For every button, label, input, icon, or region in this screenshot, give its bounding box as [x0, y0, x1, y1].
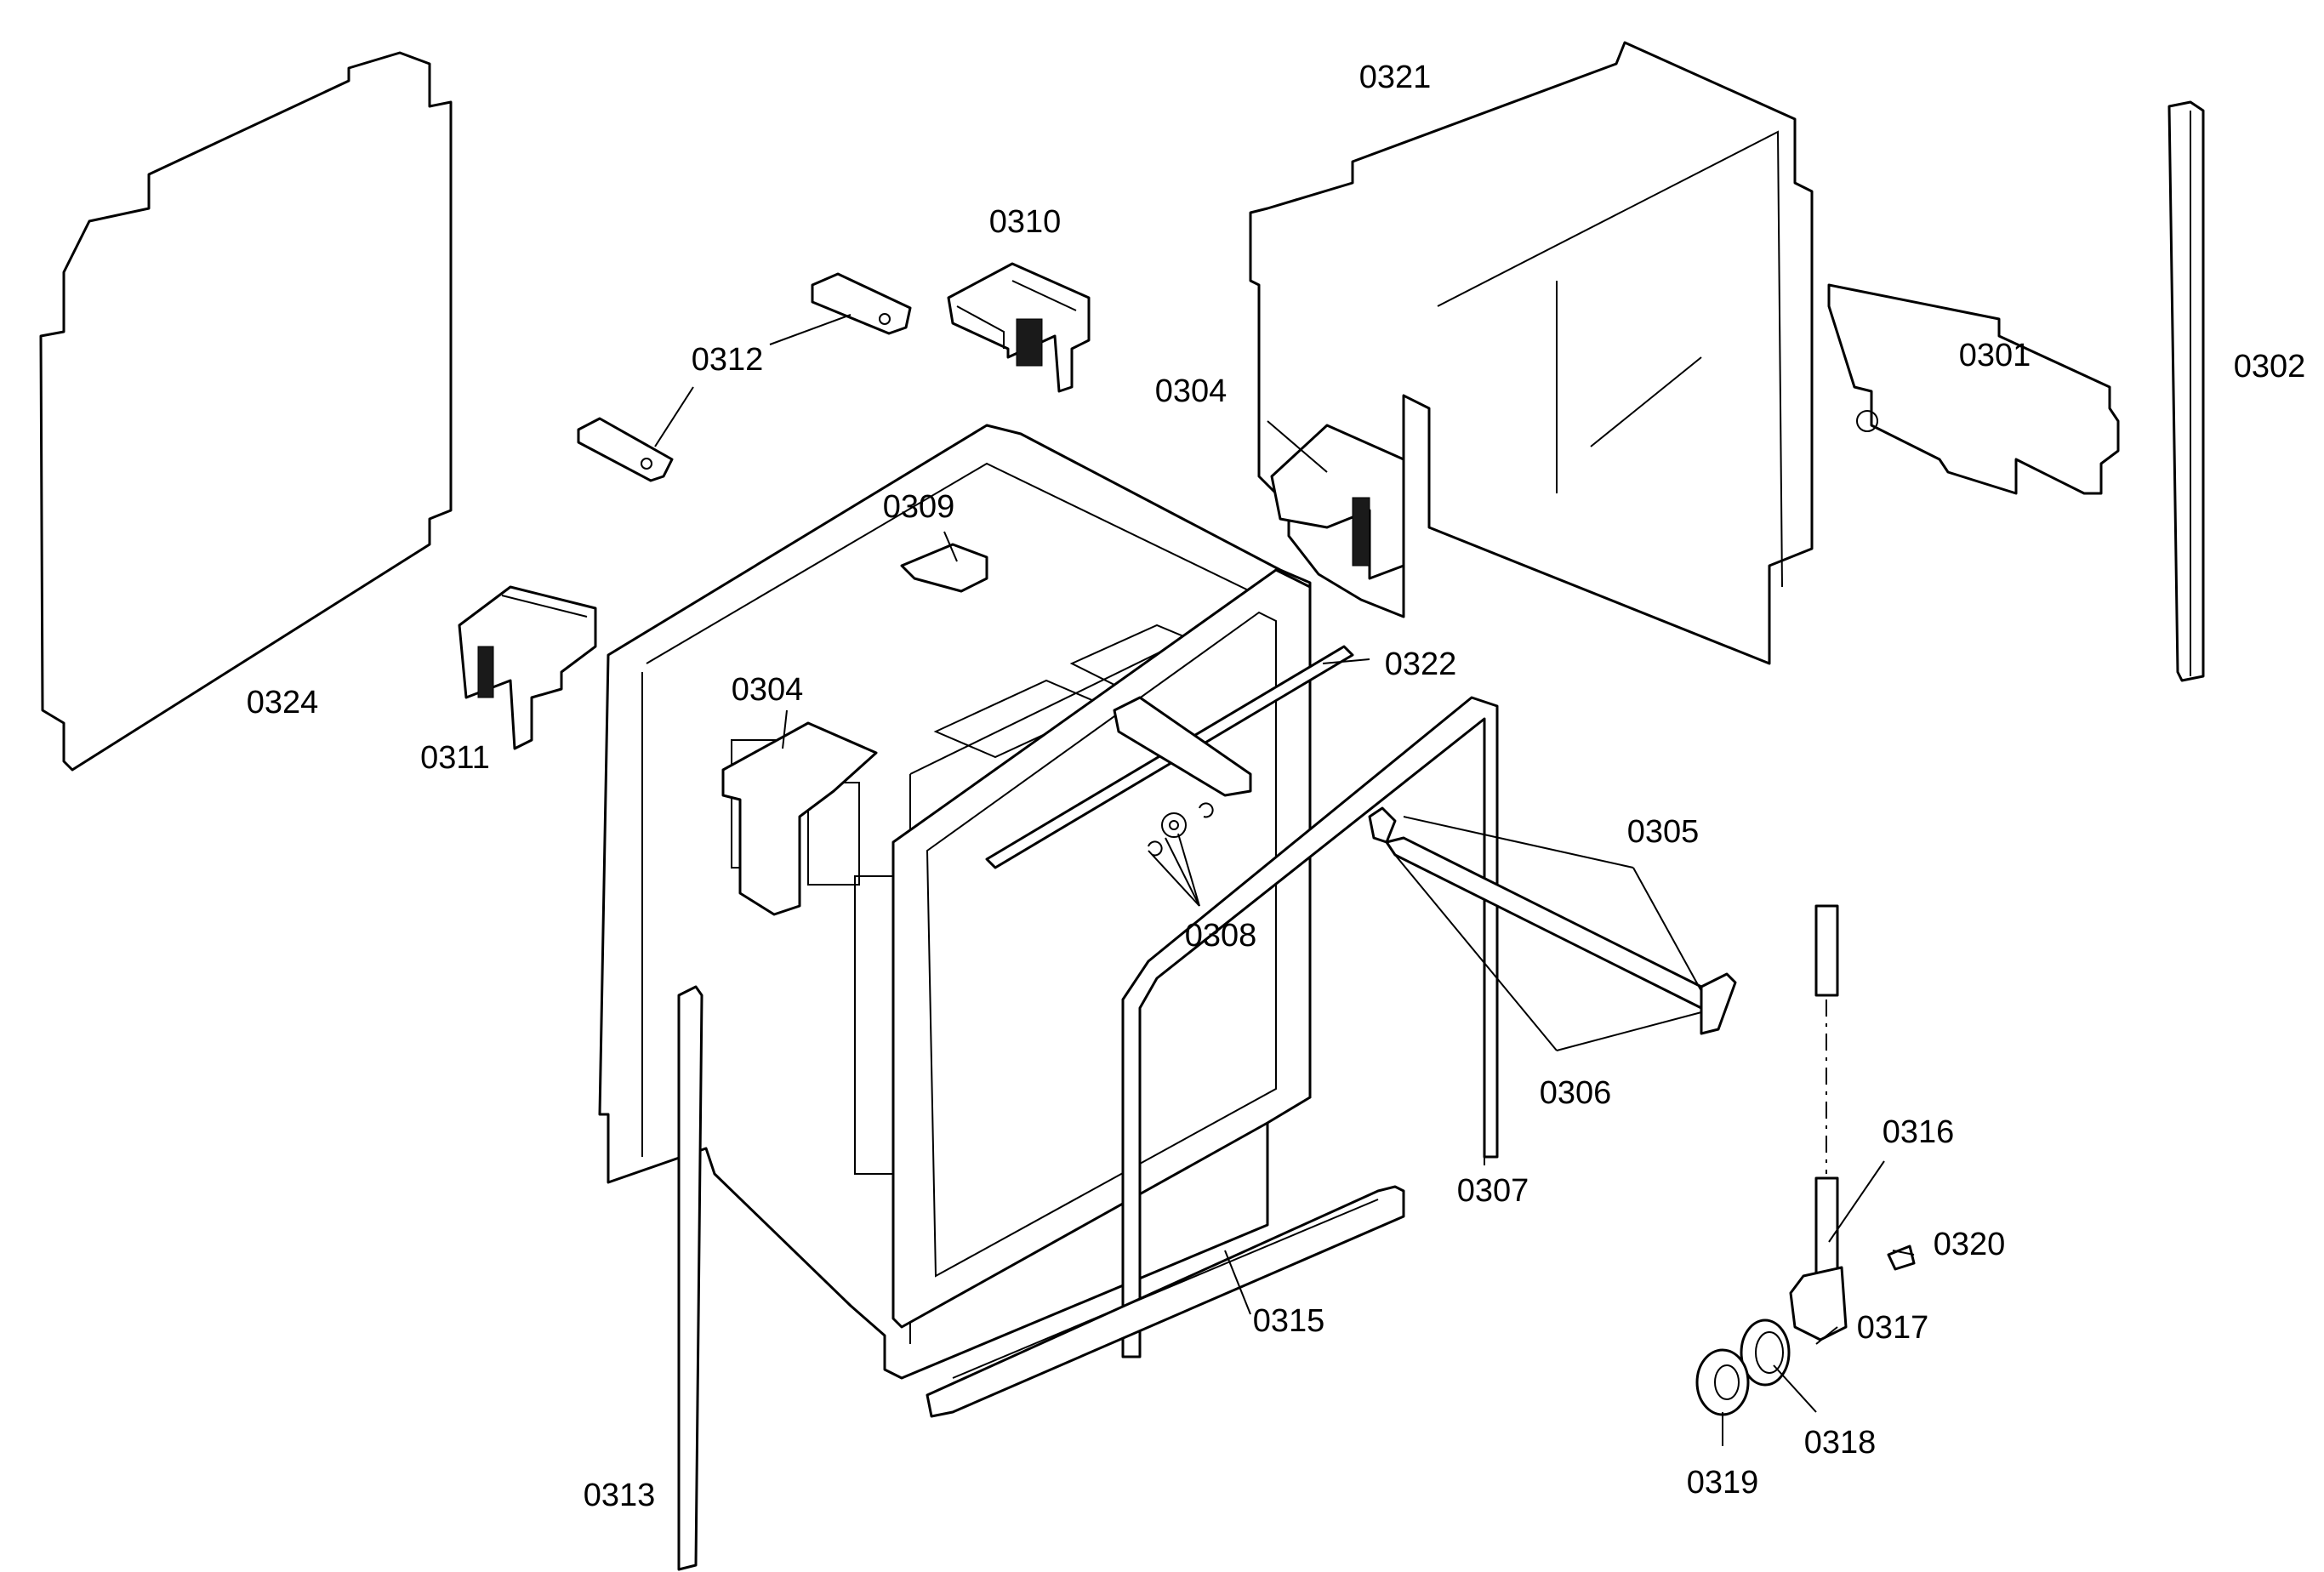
- label-0318: 0318: [1804, 1425, 1877, 1461]
- label-0312: 0312: [692, 342, 764, 378]
- part-0302-strip: [2167, 100, 2205, 682]
- label-0302: 0302: [2234, 349, 2306, 384]
- label-0316: 0316: [1883, 1114, 1955, 1150]
- label-0311: 0311: [420, 740, 490, 776]
- label-0309: 0309: [883, 489, 955, 525]
- part-0312-brackets: [577, 272, 912, 482]
- part-0311-terminal-block: [458, 585, 597, 750]
- part-0320-screw: [1887, 1244, 1916, 1271]
- part-0321-cover: [1249, 41, 1814, 665]
- part-0313-strip: [677, 985, 703, 1571]
- label-0317: 0317: [1857, 1310, 1929, 1346]
- part-0301-plate: [1827, 283, 2120, 495]
- label-0319: 0319: [1687, 1465, 1759, 1501]
- part-0324-side-panel: [39, 51, 453, 772]
- part-0304-right: [1270, 424, 1405, 580]
- part-hinge-arm: [1113, 696, 1252, 797]
- label-0310: 0310: [989, 204, 1062, 240]
- leader-lines: [654, 314, 1915, 1446]
- part-0316-pipe: [1814, 904, 1839, 1278]
- label-0320: 0320: [1934, 1227, 2006, 1262]
- part-0309: [900, 543, 988, 593]
- label-0307: 0307: [1457, 1173, 1529, 1209]
- part-0310-terminal-block: [947, 262, 1091, 393]
- part-0304-left: [721, 721, 878, 916]
- label-0301: 0301: [1959, 338, 2031, 373]
- label-0315: 0315: [1253, 1303, 1325, 1339]
- label-0313: 0313: [584, 1478, 656, 1513]
- part-0305-bar: [1368, 806, 1737, 1035]
- part-0315-kickplate: [926, 1185, 1405, 1418]
- label-0322: 0322: [1385, 646, 1457, 682]
- label-0304-left: 0304: [732, 672, 804, 708]
- label-0305: 0305: [1627, 814, 1700, 850]
- part-0317-elbow: [1789, 1266, 1848, 1341]
- part-0319-nut: [1695, 1348, 1750, 1416]
- label-0308: 0308: [1185, 918, 1257, 954]
- part-labels: 0321 0310 0312 0301 0302 0304 0309 0322 …: [247, 60, 2306, 1513]
- label-0324: 0324: [247, 685, 319, 720]
- label-0304-right: 0304: [1155, 373, 1228, 409]
- part-0308-fasteners: [1148, 802, 1214, 857]
- label-0321: 0321: [1359, 60, 1432, 95]
- part-0307-gasket: [1121, 696, 1499, 1358]
- label-0306: 0306: [1540, 1075, 1612, 1111]
